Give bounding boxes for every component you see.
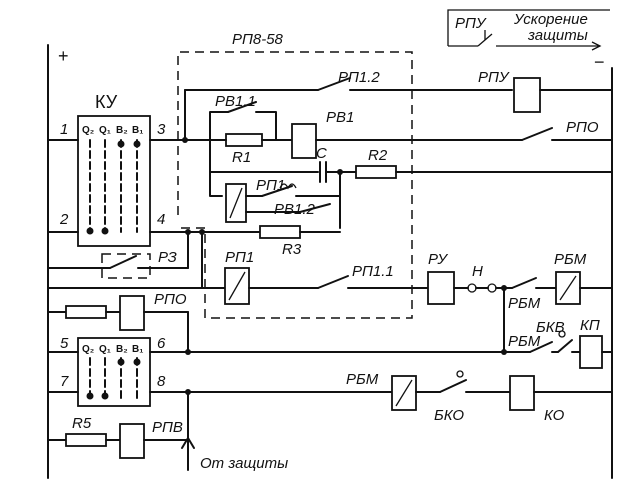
wire-rp1-left [209,171,223,197]
wire-rv11-right [255,111,277,141]
accel-label-1: Ускорение [513,11,588,28]
rpo-mid-label: РПО [154,291,187,308]
terminal-1: 1 [60,121,68,138]
resistor-rpo [65,305,107,319]
r1-label: R1 [232,149,251,166]
rbm-contact1-label: РБМ [508,295,541,312]
ku1-q1: Q₁ [99,125,111,136]
wire-rv11-left [209,111,229,141]
rpu-box-arrow [591,41,602,51]
rv12-label: РВ1.2 [274,201,316,218]
rv1-label: РВ1 [326,109,354,126]
ku2-b1: B₁ [132,344,143,355]
r5-label: R5 [72,415,92,432]
ru-label: РУ [428,251,448,268]
r3-label: R3 [282,241,302,258]
rpo-coil [119,295,145,331]
rpu-label: РПУ [478,69,510,86]
rz-enclosure [101,253,151,279]
arrow-from-protection [181,437,195,449]
c-label: C [316,145,327,162]
ku1-b1: B₁ [132,125,143,136]
terminal-2: 2 [59,211,69,228]
rpu-box-label: РПУ [455,15,487,32]
rbm-coil-label: РБМ [346,371,379,388]
ru-coil [427,271,455,305]
ku2-q1: Q₁ [99,344,111,355]
ku1-q2: Q₂ [82,125,94,136]
minus-label: − [594,52,605,72]
h-label: Н [472,263,483,280]
rp1-contact-label: РП1 [256,177,285,194]
resistor-r2 [355,165,397,179]
contact-rpo-top [521,127,553,141]
terminal-7: 7 [60,373,69,390]
terminal-3: 3 [157,121,166,138]
ko-label: КО [544,407,565,424]
contact-rbm-1 [511,277,537,289]
kp-label: КП [580,317,600,334]
rpu-coil [513,77,541,113]
contact-rp1 [261,185,293,197]
bkv-label: БКВ [536,319,565,336]
contact-rp11 [317,275,349,289]
ku1-b2: B₂ [116,125,128,136]
rv1-coil [291,123,317,159]
ku2-b2: B₂ [116,344,128,355]
resistor-r5 [65,433,107,447]
terminal-5: 5 [60,335,69,352]
rpv-label: РПВ [152,419,183,436]
contact-rp12 [317,77,351,91]
resistor-r1 [225,133,263,147]
accel-label-2: защиты [527,27,588,44]
rp858-label: РП8-58 [232,31,284,48]
r2-label: R2 [368,147,388,164]
resistor-r3 [259,225,301,239]
terminal-6: 6 [157,335,166,352]
rp1-coil-label: РП1 [225,249,254,266]
signal-lamp-a [467,283,477,293]
kp-coil [579,335,603,369]
rpo-top-label: РПО [566,119,599,136]
rv11-label: РВ1.1 [215,93,256,110]
contact-rbm-2 [529,341,553,353]
rz-label: РЗ [158,249,177,266]
signal-lamp-b [487,283,497,293]
terminal-8: 8 [157,373,166,390]
rpu-box-frame [447,9,610,46]
contact-rv12 [299,203,331,213]
plus-label: + [58,46,69,66]
ku2-q2: Q₂ [82,344,94,355]
rpv-coil [119,423,145,459]
rp858-enclosure [177,51,413,319]
ku-label: КУ [95,92,118,112]
from-protection-label: От защиты [200,455,288,472]
bko-label: БКО [434,407,464,424]
rbm-contact2-label: РБМ [508,333,541,350]
contact-bko [439,379,467,393]
contact-rv11 [227,101,257,113]
rbm-coil-top-label: РБМ [554,251,587,268]
rp11-label: РП1.1 [352,263,394,280]
contact-rz [109,255,137,269]
rp1-delay-mark [279,183,297,190]
terminal-4: 4 [157,211,165,228]
contact-bkv [557,339,573,353]
rp12-label: РП1.2 [338,69,380,86]
ko-coil [509,375,535,411]
